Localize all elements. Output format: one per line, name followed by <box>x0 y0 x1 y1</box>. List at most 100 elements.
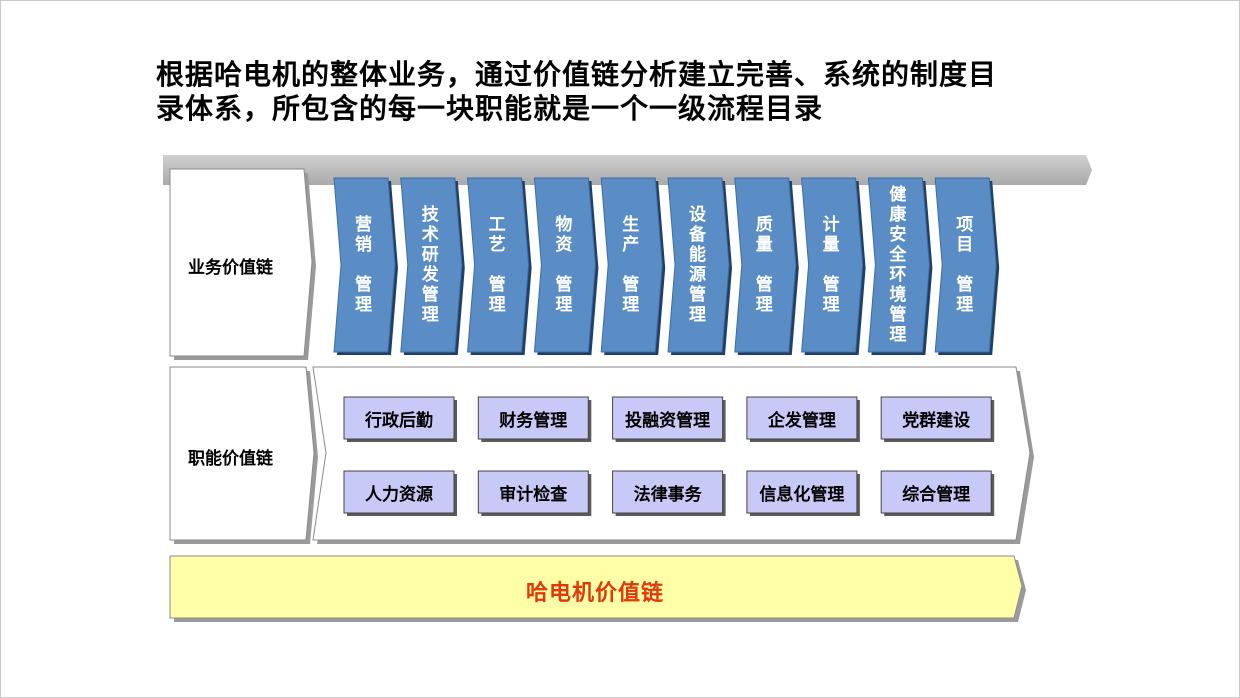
business-column-char: 境 <box>889 285 907 305</box>
business-column-char: 管 <box>689 285 706 305</box>
business-column-char: 管 <box>355 275 372 295</box>
business-column-char: 艺 <box>488 235 506 255</box>
business-column-char <box>628 255 634 275</box>
business-column-char: 理 <box>622 295 640 315</box>
business-column-char: 管 <box>755 275 773 295</box>
business-column-char: 项 <box>956 215 974 235</box>
business-column-char: 源 <box>689 265 706 285</box>
business-column-shape <box>467 177 530 353</box>
business-column-char: 营 <box>355 215 372 235</box>
business-column-char: 量 <box>822 235 840 255</box>
business-column-label: 健康安全环境管理 <box>872 178 924 352</box>
function-box-label: 审计检查 <box>499 484 568 505</box>
function-box <box>343 470 455 514</box>
business-column-label: 质量 管理 <box>738 178 790 352</box>
business-column-char: 理 <box>555 295 573 315</box>
business-column-label: 设备能源管理 <box>672 178 724 352</box>
business-column-char: 管 <box>622 275 640 295</box>
function-box-label: 党群建设 <box>902 410 971 431</box>
title-line-2: 录体系，所包含的每一块职能就是一个一级流程目录 <box>156 92 824 125</box>
business-column-char: 安 <box>889 225 907 245</box>
business-column-label: 物资 管理 <box>538 178 590 352</box>
business-column-char: 质 <box>755 215 773 235</box>
business-column-char: 术 <box>421 225 439 245</box>
business-column-char <box>361 255 367 275</box>
business-column-char: 康 <box>889 205 907 225</box>
function-box-label: 投融资管理 <box>625 410 711 431</box>
function-box-label: 企发管理 <box>767 410 836 431</box>
business-column-char: 能 <box>689 245 706 265</box>
function-box-label: 行政后勤 <box>365 410 433 431</box>
business-column-char: 计 <box>822 215 840 235</box>
business-column-char: 工 <box>488 215 506 235</box>
top-gray-arrow <box>163 155 1092 185</box>
business-column-char: 理 <box>355 295 372 315</box>
business-column-char: 备 <box>689 225 706 245</box>
business-column-shape <box>533 177 596 353</box>
business-column-char <box>561 255 567 275</box>
bottom-value-chain-arrow <box>169 555 1023 619</box>
business-column-char: 理 <box>755 295 773 315</box>
functional-chain-label: 职能价值链 <box>188 449 273 469</box>
business-column-char: 技 <box>421 205 439 225</box>
slide-title: 根据哈电机的整体业务，通过价值链分析建立完善、系统的制度目 录体系，所包含的每一… <box>156 58 1096 126</box>
business-column-shape <box>734 177 797 353</box>
business-column-char: 量 <box>755 235 773 255</box>
business-column-char: 研 <box>421 245 439 265</box>
business-column-char <box>828 255 834 275</box>
business-column-shape <box>333 177 396 353</box>
functional-chain-label-box <box>169 366 315 541</box>
business-column-char: 环 <box>889 265 907 285</box>
function-box <box>612 396 724 440</box>
function-box <box>477 470 589 514</box>
title-line-1: 根据哈电机的整体业务，通过价值链分析建立完善、系统的制度目 <box>156 58 998 91</box>
business-column-shape <box>667 177 730 353</box>
business-chain-label: 业务价值链 <box>188 258 273 278</box>
business-column-char: 发 <box>421 265 439 285</box>
business-column-char <box>494 255 500 275</box>
business-column-char: 管 <box>555 275 573 295</box>
business-column-char: 资 <box>555 235 573 255</box>
business-column-char: 理 <box>421 305 439 325</box>
function-box-label: 综合管理 <box>902 484 971 505</box>
business-column-char: 管 <box>889 305 907 325</box>
business-column-label: 生产 管理 <box>605 178 657 352</box>
function-box-label: 财务管理 <box>499 410 568 431</box>
business-column-char: 生 <box>622 215 640 235</box>
business-column-char: 管 <box>488 275 506 295</box>
function-box <box>746 396 858 440</box>
function-box <box>477 396 589 440</box>
business-chain-label-box <box>169 168 313 357</box>
function-box <box>343 396 455 440</box>
business-column-label: 技术研发管理 <box>404 178 456 352</box>
function-box <box>612 470 724 514</box>
business-column-char: 全 <box>889 245 907 265</box>
business-column-shape <box>400 177 463 353</box>
business-column-label: 项目 管理 <box>939 178 991 352</box>
business-column-char: 健 <box>889 185 907 205</box>
business-column-char: 管 <box>822 275 840 295</box>
business-column-shape <box>867 177 930 353</box>
function-box-label: 法律事务 <box>633 484 702 505</box>
business-column-shape <box>801 177 864 353</box>
business-column-label: 营销 管理 <box>338 178 390 352</box>
business-column-char <box>761 255 767 275</box>
bottom-value-chain-label: 哈电机价值链 <box>525 581 664 606</box>
business-column-char: 理 <box>822 295 840 315</box>
function-box <box>746 470 858 514</box>
business-column-char: 理 <box>889 325 907 345</box>
function-box <box>880 396 992 440</box>
business-column-label: 计量 管理 <box>805 178 857 352</box>
business-column-label: 工艺 管理 <box>471 178 523 352</box>
business-column-shape <box>600 177 663 353</box>
business-column-char: 管 <box>421 285 439 305</box>
function-box-label: 人力资源 <box>365 484 433 505</box>
business-column-char: 理 <box>689 305 706 325</box>
business-column-char: 理 <box>488 295 506 315</box>
business-column-shape <box>934 177 997 353</box>
business-column-char: 销 <box>355 235 372 255</box>
business-column-char <box>962 255 968 275</box>
business-column-char: 管 <box>956 275 974 295</box>
business-column-char: 物 <box>555 215 573 235</box>
